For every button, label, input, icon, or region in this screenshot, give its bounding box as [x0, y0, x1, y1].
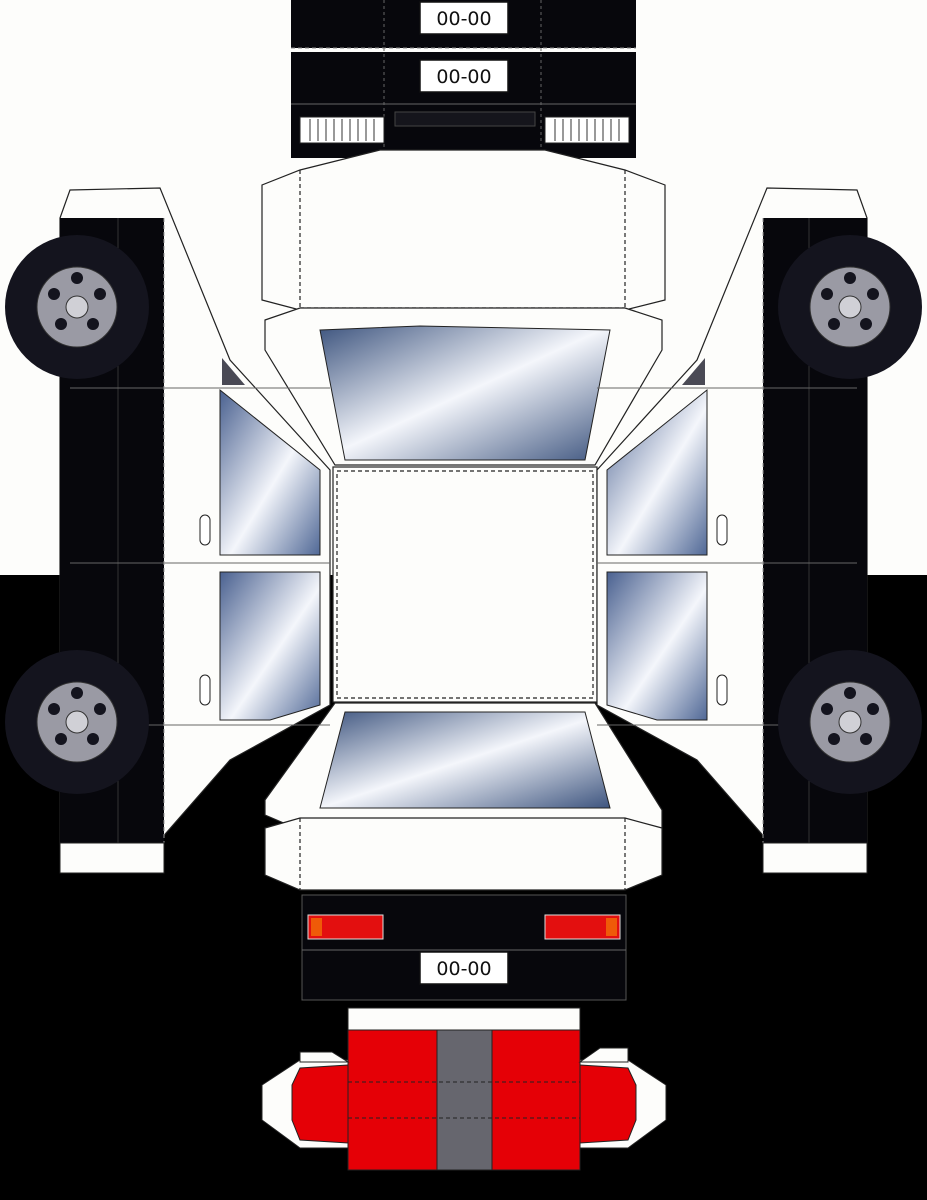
right-side-section — [596, 187, 922, 874]
right-front-window — [606, 388, 708, 556]
wheel-icon — [5, 650, 149, 794]
license-plate-icon: 00-00 — [419, 1, 509, 35]
tail-light-icon — [307, 914, 384, 940]
roof-panel — [332, 466, 598, 703]
door-handle-icon — [199, 674, 211, 706]
headlight-icon — [299, 116, 385, 144]
door-handle-icon — [716, 514, 728, 546]
left-front-window — [219, 388, 321, 556]
windshield-glass — [319, 325, 611, 461]
front-section: 00-00 00-00 — [291, 0, 636, 158]
rear-section: 00-00 — [301, 894, 627, 1001]
light-bar-tab — [299, 1051, 350, 1063]
wheel-icon — [778, 650, 922, 794]
door-handle-icon — [716, 674, 728, 706]
front-vent — [394, 111, 536, 127]
wheel-icon — [778, 235, 922, 379]
left-mirror — [222, 358, 245, 385]
wheel-icon — [5, 235, 149, 379]
left-side-section — [5, 187, 331, 874]
license-plate-icon: 00-00 — [419, 951, 509, 985]
tail-light-icon — [544, 914, 621, 940]
rear-glass — [319, 711, 611, 809]
light-bar-tab — [578, 1047, 629, 1063]
door-handle-icon — [199, 514, 211, 546]
light-bar-left-red — [291, 1064, 349, 1144]
fold-line — [336, 470, 594, 699]
hood-panel — [261, 149, 666, 311]
light-bar-right-red — [579, 1064, 637, 1144]
front-plate-bottom-text: 00-00 — [436, 66, 491, 88]
license-plate-icon: 00-00 — [419, 59, 509, 93]
left-tab — [59, 842, 165, 874]
trunk-panel — [264, 817, 663, 891]
right-tab — [762, 842, 868, 874]
headlight-icon — [544, 116, 630, 144]
light-bar-gray — [436, 1029, 493, 1171]
rear-plate-text: 00-00 — [436, 958, 491, 980]
left-rear-window — [219, 571, 321, 721]
right-mirror — [682, 358, 705, 385]
light-bar-section — [261, 1007, 667, 1171]
front-plate-top-text: 00-00 — [436, 8, 491, 30]
right-rear-window — [606, 571, 708, 721]
